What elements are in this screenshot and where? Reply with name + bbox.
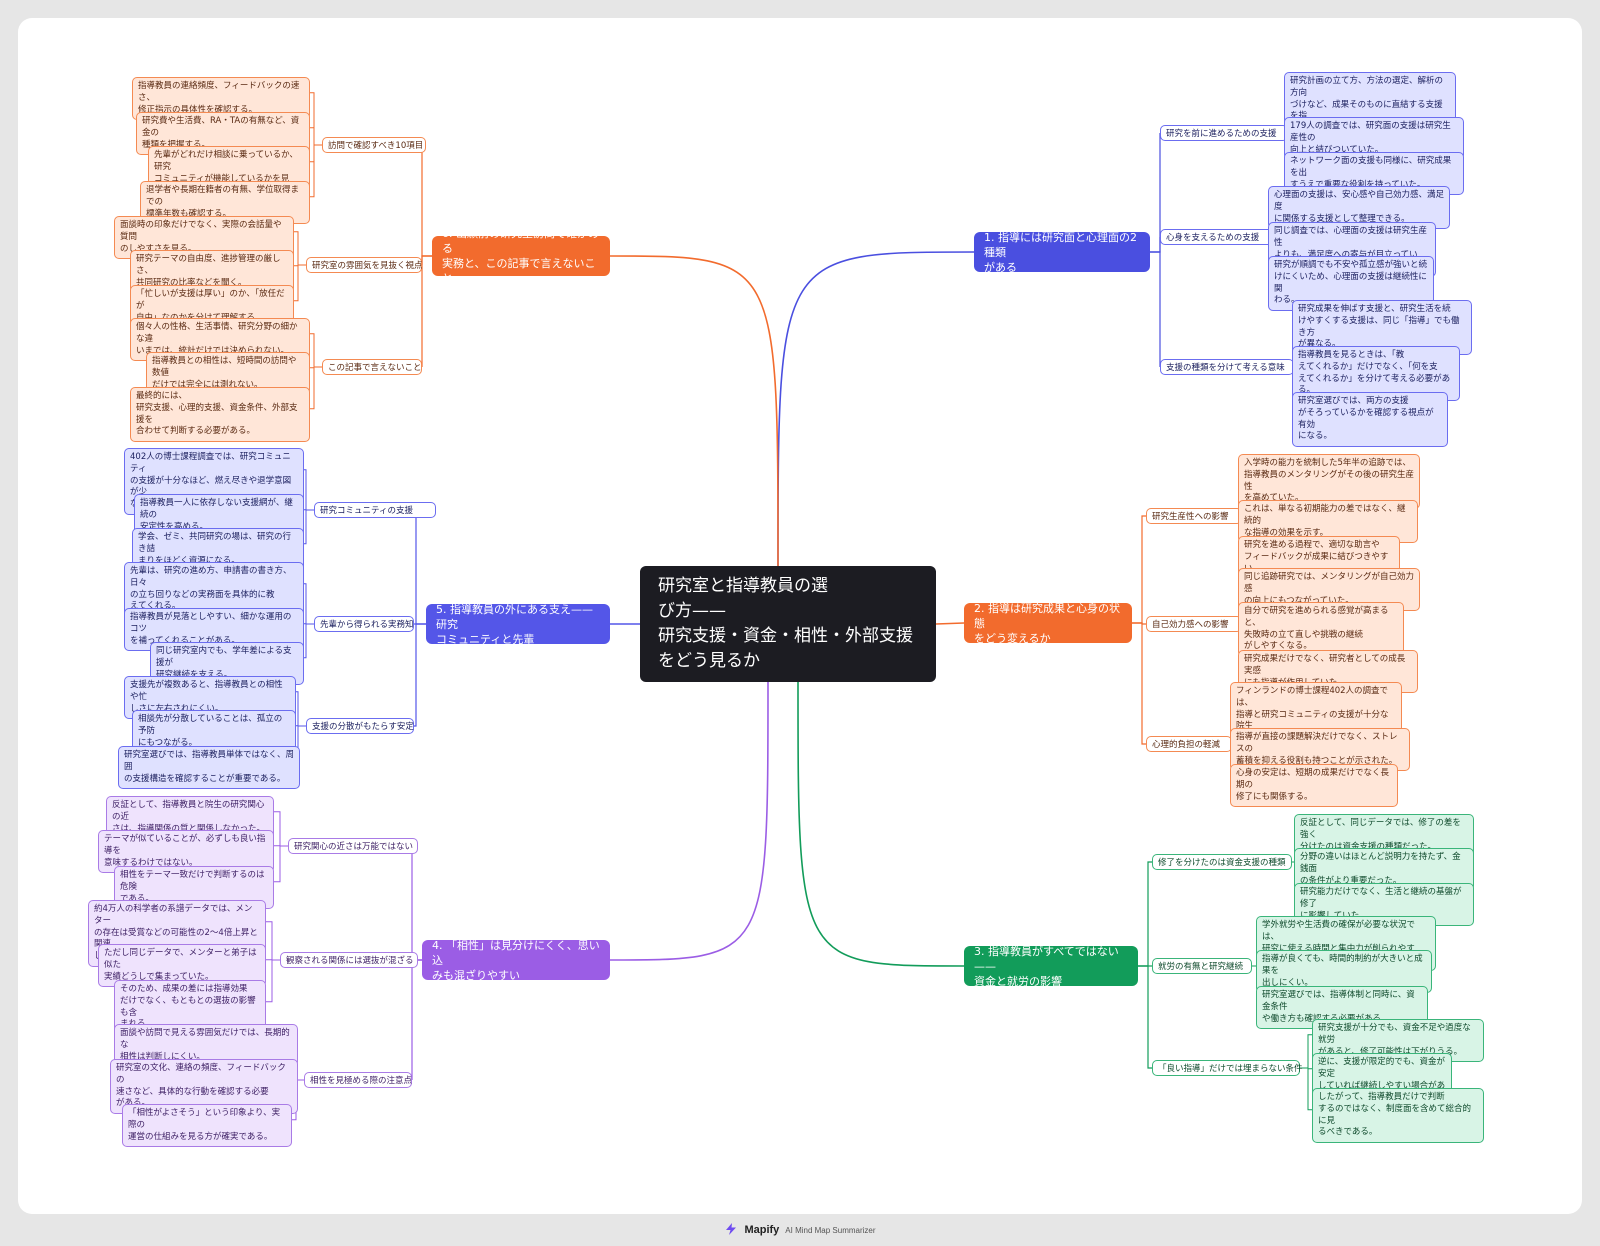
subtopic-1-1[interactable]: 研究を前に進めるための支援 [1160,125,1288,141]
mind-map-canvas: 研究室と指導教員の選 び方—— 研究支援・資金・相性・外部支援 をどう見るか 1.… [18,18,1582,1214]
leaf-connector [296,691,306,727]
branch-6-topic[interactable]: 6. 出願前の研究室訪問で確かめる 実務と、この記事で言えないこと [432,227,610,285]
branch-connector [609,255,779,567]
subtopic-6-3[interactable]: この記事で言えないこと [322,359,422,375]
leaf-3-1-3[interactable]: 研究能力だけでなく、生活と継続の基盤が修了 に影響していた。 [1294,883,1474,927]
branch-connector [777,251,975,567]
leaf-4-3-3[interactable]: 「相性がよさそう」という印象より、実際の 運営の仕組みを見る方が確実である。 [122,1104,292,1148]
subtopic-4-3[interactable]: 相性を見極める際の注意点 [304,1072,412,1088]
leaf-connector [310,366,322,410]
subtopic-connector [411,845,422,961]
leaf-connector [310,127,322,146]
subtopic-6-2[interactable]: 研究室の雰囲気を見抜く視点 [306,257,423,273]
leaf-connector [310,333,322,368]
subtopic-1-3[interactable]: 支援の種類を分けて考える意味 [1160,359,1294,375]
leaf-connector [310,92,322,146]
subtopic-connector [1150,251,1161,367]
branch-connector [797,681,965,967]
leaf-connector [1300,1067,1312,1111]
footer: Mapify AI Mind Map Summarizer [0,1222,1600,1238]
subtopic-connector [411,959,422,1080]
subtopic-3-3[interactable]: 「良い指導」だけでは埋まらない条件 [1152,1060,1303,1076]
branch-2-topic[interactable]: 2. 指導は研究成果と心身の状態 をどう変えるか [964,602,1132,645]
leaf-6-3-3[interactable]: 最終的には、 研究支援、心理的支援、資金条件、外部支援を 合わせて判断する必要が… [130,387,310,443]
branch-5-topic[interactable]: 5. 指導教員の外にある支え——研究 コミュニティと先輩 [426,603,610,646]
leaf-connector [266,959,280,1003]
subtopic-connector [414,623,426,727]
branch-connector [609,681,769,961]
central-topic[interactable]: 研究室と指導教員の選 び方—— 研究支援・資金・相性・外部支援 をどう見るか [640,566,936,682]
subtopic-2-1[interactable]: 研究生産性への影響 [1146,508,1242,524]
subtopic-connector [1132,622,1146,745]
leaf-1-3-2[interactable]: 指導教員を見るときは、「教 えてくれるか」だけでなく、「何を支 えてくれるか」を… [1292,346,1460,402]
leaf-1-3-3[interactable]: 研究室選びでは、両方の支援 がそろっているかを確認する視点が有効 になる。 [1292,392,1448,448]
subtopic-5-1[interactable]: 研究コミュニティの支援 [314,502,436,518]
leaf-2-2-2[interactable]: 自分で研究を進められる感覚が高まると、 失敗時の立て直しや挑戦の継続 がしやすく… [1238,602,1404,658]
leaf-connector [266,921,280,961]
footer-brand[interactable]: Mapify [744,1224,780,1236]
subtopic-connector [1138,965,1152,1069]
subtopic-connector [421,255,432,367]
leaf-connector [304,583,314,625]
subtopic-4-2[interactable]: 観察される関係には選抜が混ざる [280,952,418,968]
lightning-icon [724,1221,738,1240]
subtopic-6-1[interactable]: 訪問で確認すべき10項目 [322,137,426,153]
subtopic-connector [421,255,432,265]
leaf-connector [304,469,314,511]
subtopic-3-1[interactable]: 修了を分けたのは資金支援の種類 [1152,854,1292,870]
footer-tagline: AI Mind Map Summarizer [785,1225,876,1235]
subtopic-1-2[interactable]: 心身を支えるための支援 [1160,229,1284,245]
leaf-2-3-3[interactable]: 心身の安定は、短期の成果だけでなく長期の 修了にも関係する。 [1230,764,1398,808]
subtopic-2-2[interactable]: 自己効力感への影響 [1146,616,1242,632]
subtopic-connector [421,144,432,257]
leaf-connector [304,623,314,659]
leaf-1-3-1[interactable]: 研究成果を伸ばす支援と、研究生活を続 けやすくする支援は、同じ「指導」でも働き方… [1292,300,1472,356]
subtopic-connector [1150,237,1161,253]
branch-connector [935,622,965,625]
leaf-connector [304,509,314,545]
leaf-connector [310,144,322,163]
subtopic-connector [1132,515,1146,624]
subtopic-4-1[interactable]: 研究関心の近さは万能ではない [288,838,418,854]
subtopic-2-3[interactable]: 心理的負担の軽減 [1146,736,1232,752]
branch-3-topic[interactable]: 3. 指導教員がすべてではない—— 資金と就労の影響 [964,945,1138,988]
subtopic-connector [1138,861,1152,967]
leaf-2-1-1[interactable]: 入学時の能力を統制した5年半の追跡では、 指導教員のメンタリングがその後の研究生… [1238,454,1420,510]
branch-4-topic[interactable]: 4. 「相性」は見分けにくく、思い込 みも混ざりやすい [422,939,610,982]
subtopic-5-3[interactable]: 支援の分散がもたらす安定 [306,718,414,734]
subtopic-5-2[interactable]: 先輩から得られる実務知 [314,616,414,632]
leaf-connector [274,845,288,883]
subtopic-connector [1150,133,1161,253]
subtopic-3-2[interactable]: 就労の有無と研究継続 [1152,958,1252,974]
leaf-connector [274,811,288,847]
branch-1-topic[interactable]: 1. 指導には研究面と心理面の2種類 がある [974,231,1150,274]
leaf-5-3-3[interactable]: 研究室選びでは、指導教員単体ではなく、周囲 の支援構造を確認することが重要である… [118,746,300,790]
leaf-3-3-3[interactable]: したがって、指導教員だけで判断 するのではなく、制度面を含めて総合的に見 るべき… [1312,1088,1484,1144]
leaf-connector [310,144,322,198]
leaf-connector [294,264,306,302]
leaf-connector [294,231,306,266]
